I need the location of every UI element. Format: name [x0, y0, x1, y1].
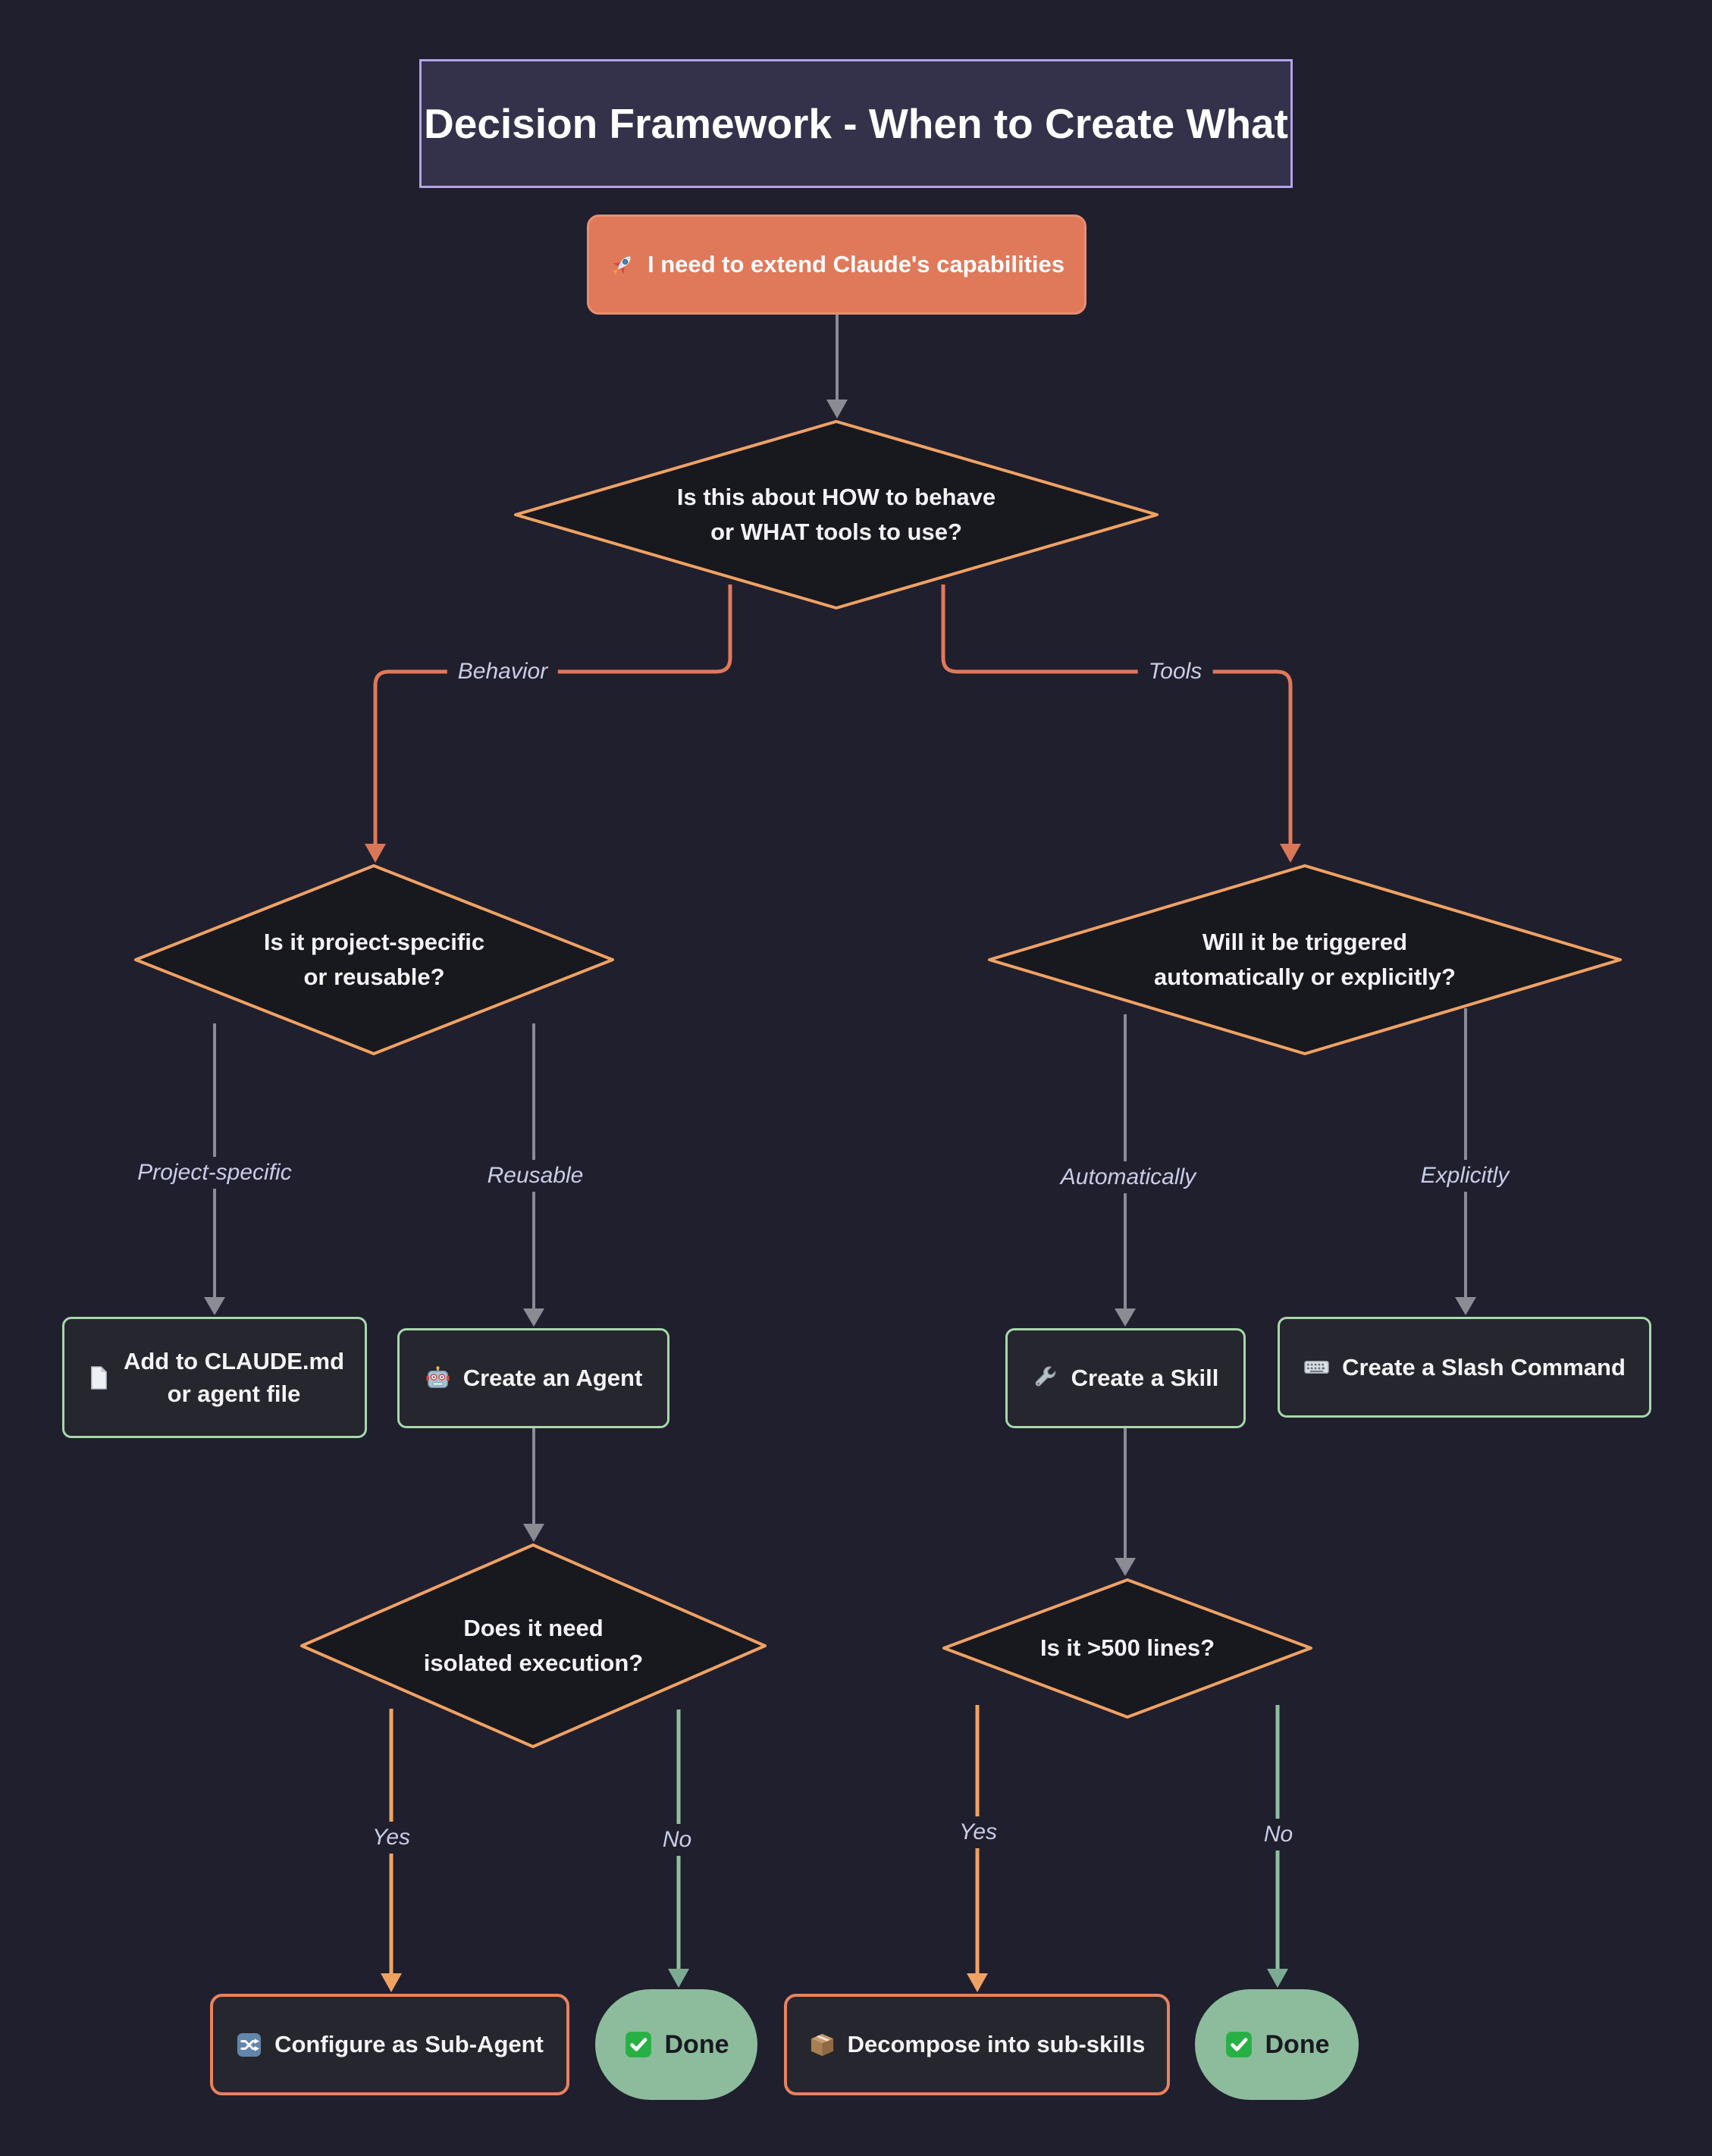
edge-label-project-specific: Project-specific [127, 1157, 303, 1189]
document-icon [85, 1365, 111, 1391]
arrowhead-tools [1280, 844, 1301, 863]
decision-trigger-mode: Will it be triggered automatically or ex… [987, 863, 1623, 1056]
edge-label-yes-left: Yes [361, 1822, 422, 1854]
edge-behavior [373, 584, 732, 845]
package-icon [809, 2032, 836, 2058]
decision-behavior-or-tools-text: Is this about HOW to behave or WHAT tool… [676, 483, 996, 546]
edge-label-yes-right: Yes [948, 1816, 1008, 1848]
node-add-to-claude-md-label: Add to CLAUDE.md or agent file [123, 1347, 345, 1407]
node-create-slash-command: Create a Slash Command [1278, 1317, 1651, 1418]
edge-label-tools: Tools [1137, 656, 1213, 688]
arrowhead-start-to-q1 [826, 400, 848, 418]
node-done-right-label: Done [1265, 2029, 1330, 2059]
arrowhead-no-left [668, 1969, 689, 1988]
wrench-icon [1033, 1365, 1059, 1392]
node-done-left-label: Done [664, 2029, 729, 2059]
arrowhead-automatically [1115, 1308, 1136, 1327]
node-start: I need to extend Claude's capabilities [587, 215, 1086, 315]
node-done-left: Done [595, 1989, 757, 2100]
arrowhead-skill-to-500 [1115, 1558, 1136, 1576]
node-configure-sub-agent-label: Configure as Sub-Agent [274, 2031, 544, 2057]
robot-icon [425, 1365, 451, 1392]
node-done-right: Done [1195, 1989, 1359, 2100]
edge-label-no-left: No [651, 1824, 703, 1856]
node-decompose-sub-skills: Decompose into sub-skills [784, 1994, 1170, 2095]
arrowhead-yes-left [381, 1973, 402, 1992]
decision-project-or-reusable: Is it project-specific or reusable? [133, 863, 615, 1056]
decision-isolated-execution: Does it need isolated execution? [299, 1543, 767, 1749]
decision-behavior-or-tools: Is this about HOW to behave or WHAT tool… [513, 419, 1159, 610]
keyboard-icon [1303, 1354, 1330, 1380]
edge-tools [941, 584, 1293, 845]
node-configure-sub-agent: Configure as Sub-Agent [210, 1994, 569, 2095]
decision-500-lines-text: Is it >500 lines? [1039, 1634, 1215, 1662]
edge-label-no-right: No [1253, 1819, 1304, 1850]
arrowhead-explicitly [1455, 1297, 1476, 1315]
decision-isolated-execution-text: Does it need isolated execution? [423, 1614, 644, 1677]
decision-trigger-mode-text: Will it be triggered automatically or ex… [1154, 928, 1456, 991]
node-create-slash-command-label: Create a Slash Command [1342, 1353, 1626, 1380]
node-create-skill-label: Create a Skill [1071, 1365, 1219, 1391]
arrowhead-yes-right [967, 1973, 988, 1992]
shuffle-icon [236, 2032, 262, 2058]
edge-label-explicitly: Explicitly [1409, 1160, 1520, 1192]
edge-label-behavior: Behavior [447, 656, 559, 688]
node-start-label: I need to extend Claude's capabilities [647, 251, 1065, 277]
arrowhead-agent-to-isolated [523, 1524, 544, 1542]
node-create-skill: Create a Skill [1005, 1328, 1246, 1428]
check-icon [624, 2030, 653, 2059]
edge-label-automatically: Automatically [1049, 1161, 1207, 1193]
node-create-agent: Create an Agent [397, 1328, 669, 1428]
arrowhead-behavior [365, 844, 386, 863]
arrowhead-project-specific [204, 1297, 225, 1315]
arrowhead-reusable [523, 1308, 544, 1327]
check-icon [1224, 2030, 1253, 2059]
arrowhead-no-right [1267, 1969, 1288, 1988]
decision-project-or-reusable-text: Is it project-specific or reusable? [263, 928, 485, 991]
node-create-agent-label: Create an Agent [462, 1365, 643, 1391]
node-add-to-claude-md: Add to CLAUDE.md or agent file [62, 1317, 367, 1438]
edge-label-reusable: Reusable [476, 1160, 594, 1192]
diagram-title-text: Decision Framework - When to Create What [424, 100, 1288, 147]
diagram-title: Decision Framework - When to Create What [419, 59, 1293, 188]
rocket-icon [609, 252, 635, 278]
node-decompose-sub-skills-label: Decompose into sub-skills [847, 2031, 1146, 2057]
decision-500-lines: Is it >500 lines? [942, 1578, 1313, 1719]
